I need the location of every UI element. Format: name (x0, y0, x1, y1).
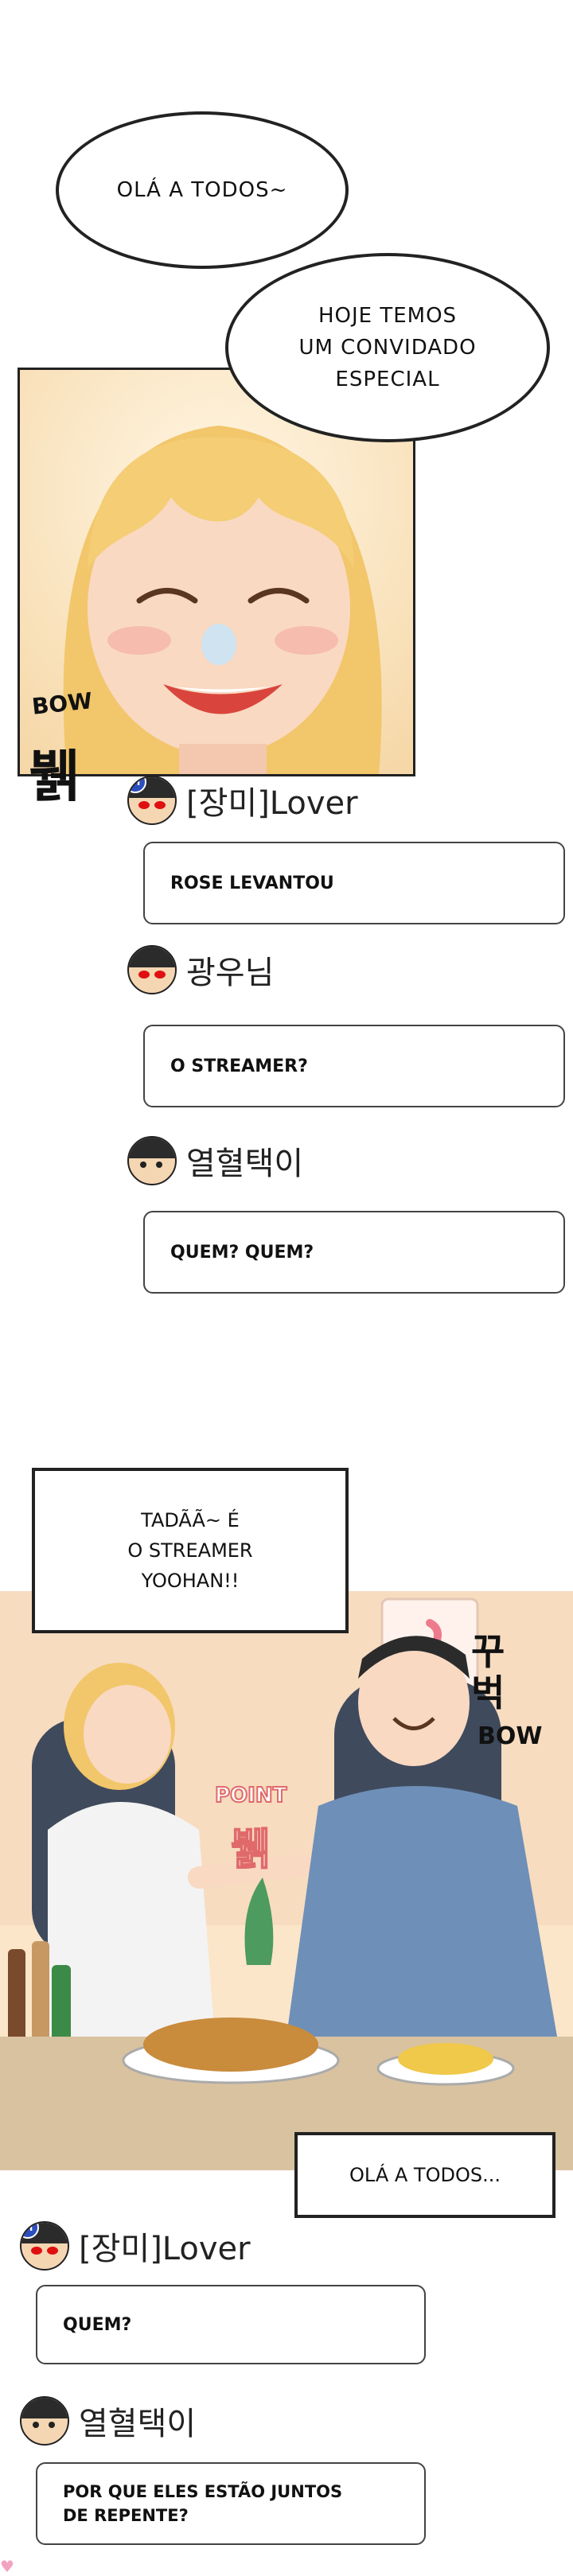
speech-bubble-guest-line-1: HOJE TEMOS (318, 304, 458, 328)
speech-bubble-hello-2-text: OLÁ A TODOS... (349, 2164, 501, 2186)
sfx-korean-bow: 뷁 (29, 744, 80, 809)
chat-message-box: QUEM? QUEM? (143, 1211, 565, 1294)
user-avatar: M (127, 776, 177, 825)
user-avatar (20, 2396, 69, 2446)
speech-bubble-intro: TADÃÃ~ É O STREAMER YOOHAN!! (32, 1468, 349, 1633)
girl-face-illustration (20, 370, 413, 774)
chat-user-row: 열혈택이 (20, 2396, 196, 2446)
chat-user-row: 광우님 (127, 945, 274, 994)
streamer-scene-illustration (0, 1591, 573, 2170)
chat-message-text: O STREAMER? (170, 1056, 308, 1076)
speech-bubble-intro-line-3: YOOHAN!! (141, 1570, 240, 1592)
speech-bubble-guest-line-3: ESPECIAL (335, 368, 440, 391)
chat-username: 열혈택이 (79, 2406, 197, 2442)
chat-message-box: ROSE LEVANTOU (143, 842, 565, 924)
chat-message-box: POR QUE ELES ESTÃO JUNTOS DE REPENTE? (36, 2462, 426, 2545)
chat-message-box: QUEM? (36, 2285, 426, 2364)
chat-username: [장미]Lover (186, 785, 358, 822)
chat-user-row: M [장미]Lover (127, 776, 358, 825)
chat-message-line-1: POR QUE ELES ESTÃO JUNTOS (63, 2482, 343, 2501)
speech-bubble-intro-line-1: TADÃÃ~ É (141, 1509, 240, 1531)
chat-user-row: 열혈택이 (127, 1136, 303, 1185)
speech-bubble-hello-text: OLÁ A TODOS~ (116, 178, 288, 202)
moderator-badge-icon: M (21, 2223, 39, 2239)
chat-message-text: QUEM? QUEM? (170, 1242, 314, 1263)
speech-bubble-guest: HOJE TEMOS UM CONVIDADO ESPECIAL (225, 253, 550, 442)
sfx-bow-2: BOW (477, 1722, 543, 1750)
chat-username: 광우님 (186, 955, 275, 991)
chat-username: 열혈택이 (186, 1146, 304, 1182)
chat-message-box: O STREAMER? (143, 1025, 565, 1107)
sfx-point-korean: 뷁 (230, 1823, 271, 1875)
chat-user-row: M [장미]Lover (20, 2221, 251, 2271)
speech-bubble-intro-line-2: O STREAMER (127, 1539, 253, 1562)
speech-bubble-guest-line-2: UM CONVIDADO (298, 336, 477, 360)
sfx-point: POINT (214, 1783, 287, 1808)
chat-username: [장미]Lover (79, 2231, 251, 2267)
chat-message-line-2: DE REPENTE? (63, 2506, 189, 2525)
user-avatar (127, 1136, 177, 1185)
user-avatar (127, 945, 177, 994)
speech-bubble-hello-2: OLÁ A TODOS... (294, 2132, 555, 2218)
corner-heart-icon: ♥ (0, 2557, 14, 2576)
speech-bubble-hello: OLÁ A TODOS~ (56, 111, 349, 269)
chat-message-text: ROSE LEVANTOU (170, 873, 334, 893)
moderator-badge-icon: M (129, 777, 146, 793)
user-avatar: M (20, 2221, 69, 2271)
chat-message-text: QUEM? (63, 2314, 132, 2335)
sfx-korean-bow-2: 꾸벅 (471, 1630, 505, 1714)
panel-2 (0, 1591, 573, 2170)
